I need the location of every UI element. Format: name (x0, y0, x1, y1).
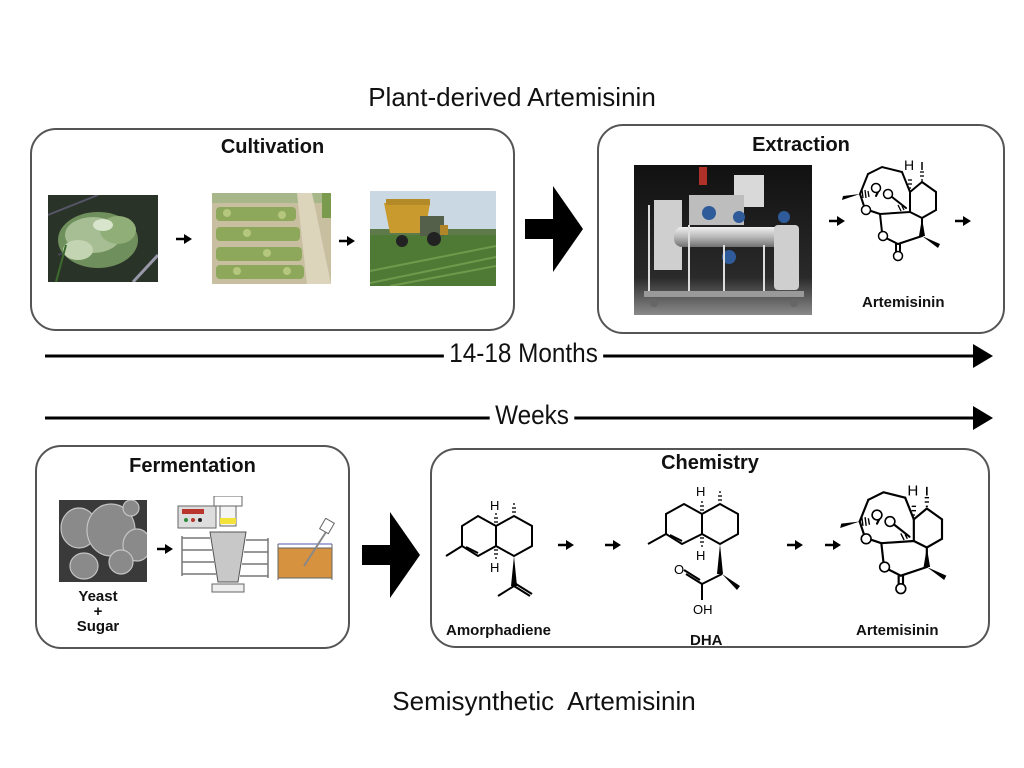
o-atom-label: O (674, 562, 684, 577)
fermentation-title: Fermentation (129, 455, 256, 477)
chemistry-step-arrow-1 (558, 540, 574, 550)
yeast-label: Yeast (78, 588, 118, 605)
artemisinin-label-bottom: Artemisinin (856, 622, 939, 639)
chemistry-step-arrow-2 (605, 540, 621, 550)
cultivation-title: Cultivation (220, 136, 325, 158)
semisynthetic-title: Semisynthetic Artemisinin (392, 686, 696, 716)
seedling-field-photo (212, 193, 331, 284)
h-atom-label: H (907, 483, 918, 500)
extraction-title: Extraction (752, 134, 850, 156)
h-atom-label: H (904, 157, 914, 173)
big-arrow-cultivation-to-extraction (525, 186, 585, 272)
extraction-step-arrow-2 (955, 216, 971, 226)
timeline-plant: 14-18 Months (45, 338, 995, 369)
chemistry-title: Chemistry (661, 452, 759, 474)
artemisinin-structure-top: H (840, 152, 960, 262)
amorphadiene-structure: H H (440, 488, 550, 598)
timeline-semisynthetic-label: Weeks (489, 400, 575, 431)
harvester-photo (370, 191, 496, 286)
amorphadiene-label: Amorphadiene (446, 622, 552, 639)
cultivation-step-arrow-1 (176, 234, 192, 244)
big-arrow-fermentation-to-chemistry (362, 512, 422, 598)
chemistry-step-arrow-4 (825, 540, 841, 550)
plant-derived-title: Plant-derived Artemisinin (368, 82, 656, 112)
artemisia-plant-photo (48, 195, 158, 282)
h-atom-label: H (696, 484, 705, 499)
culture-tank-diagram (274, 518, 338, 582)
dha-label: DHA (690, 632, 723, 649)
fermentation-step-arrow (157, 544, 173, 554)
cultivation-step-arrow-2 (339, 236, 355, 246)
extraction-product-label: Artemisinin (862, 294, 945, 311)
extraction-equipment-photo (634, 165, 812, 315)
timeline-semisynthetic: Weeks (45, 400, 995, 431)
extraction-step-arrow-1 (829, 216, 845, 226)
artemisinin-structure-bottom: H (838, 476, 968, 606)
oh-group-label: OH (693, 602, 713, 617)
plus-label: + (93, 603, 103, 620)
chemistry-box: Chemistry (430, 448, 990, 648)
yeast-micrograph (59, 500, 147, 582)
timeline-plant-label: 14-18 Months (443, 338, 604, 369)
dha-structure: H H O OH (640, 474, 760, 620)
fermenter-diagram (176, 496, 272, 598)
h-atom-label: H (490, 498, 499, 513)
chemistry-step-arrow-3 (787, 540, 803, 550)
sugar-label: Sugar (76, 618, 120, 635)
h-atom-label: H (696, 548, 705, 563)
yeast-sugar-label: Yeast + Sugar (66, 589, 130, 634)
h-atom-label: H (490, 560, 499, 575)
